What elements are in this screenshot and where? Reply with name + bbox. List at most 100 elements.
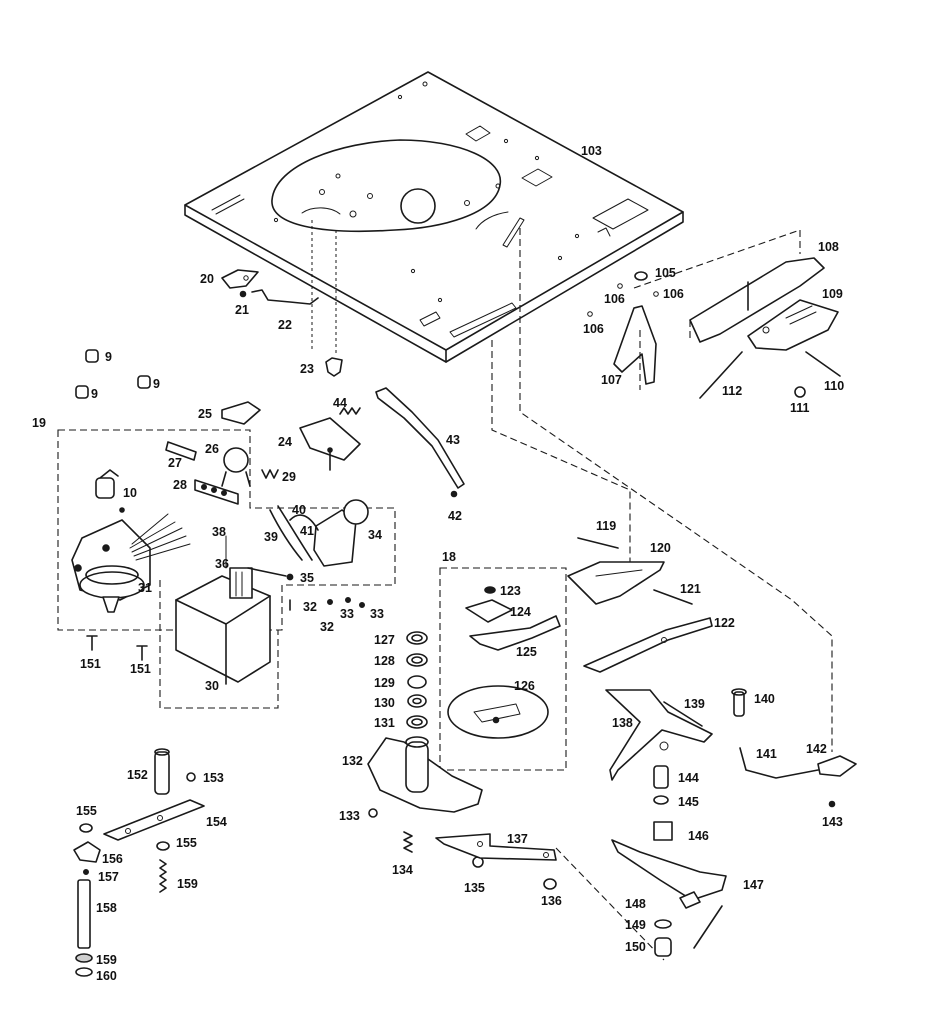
callout-155-b: 155 [176, 836, 197, 850]
callout-148: 148 [625, 897, 646, 911]
bushing-9-c [137, 375, 151, 389]
callout-105: 105 [655, 266, 676, 280]
callout-125: 125 [516, 645, 537, 659]
callout-124: 124 [510, 605, 531, 619]
callout-30: 30 [205, 679, 219, 693]
callout-136: 136 [541, 894, 562, 908]
callout-160: 160 [96, 969, 117, 983]
callout-22: 22 [278, 318, 292, 332]
callout-123: 123 [500, 584, 521, 598]
callout-44: 44 [333, 396, 347, 410]
callout-41: 41 [300, 524, 314, 538]
bushing-9-a [85, 349, 99, 363]
callout-156: 156 [102, 852, 123, 866]
callout-103: 103 [581, 144, 602, 158]
callout-27: 27 [168, 456, 182, 470]
callout-31: 31 [138, 581, 152, 595]
callout-133: 133 [339, 809, 360, 823]
callout-36: 36 [215, 557, 229, 571]
callout-139: 139 [684, 697, 705, 711]
callout-130: 130 [374, 696, 395, 710]
callout-154: 154 [206, 815, 227, 829]
callout-33-a: 33 [340, 607, 354, 621]
callout-159-a: 159 [177, 877, 198, 891]
callout-20: 20 [200, 272, 214, 286]
callout-155-a: 155 [76, 804, 97, 818]
callout-132: 132 [342, 754, 363, 768]
callout-126: 126 [514, 679, 535, 693]
callout-159-b: 159 [96, 953, 117, 967]
callout-120: 120 [650, 541, 671, 555]
callout-143: 143 [822, 815, 843, 829]
callout-34: 34 [368, 528, 382, 542]
callout-32-a: 32 [303, 600, 317, 614]
callout-106-a: 106 [604, 292, 625, 306]
callout-39: 39 [264, 530, 278, 544]
callout-111: 111 [790, 401, 810, 415]
callout-150: 150 [625, 940, 646, 954]
callout-35: 35 [300, 571, 314, 585]
callout-42: 42 [448, 509, 462, 523]
lever-and-spring [339, 387, 465, 498]
callout-110: 110 [824, 379, 844, 393]
callout-144: 144 [678, 771, 699, 785]
callout-158: 158 [96, 901, 117, 915]
callout-25: 25 [198, 407, 212, 421]
callout-134: 134 [392, 863, 413, 877]
callout-112: 112 [722, 384, 742, 398]
callout-138: 138 [612, 716, 633, 730]
callout-29: 29 [282, 470, 296, 484]
callout-28: 28 [173, 478, 187, 492]
callout-151-b: 151 [130, 662, 151, 676]
callout-142: 142 [806, 742, 827, 756]
small-parts-upper-left [75, 220, 343, 399]
callout-9-a: 9 [105, 350, 112, 364]
lower-center-parts [367, 736, 665, 961]
callout-151-a: 151 [80, 657, 101, 671]
callout-26: 26 [205, 442, 219, 456]
callout-24: 24 [278, 435, 292, 449]
callout-119: 119 [596, 519, 616, 533]
callout-121: 121 [680, 582, 701, 596]
callout-40: 40 [292, 503, 306, 517]
callout-145: 145 [678, 795, 699, 809]
callout-18: 18 [442, 550, 456, 564]
bushing-9-b [75, 385, 89, 399]
callout-38: 38 [212, 525, 226, 539]
cam-assembly-group [406, 567, 567, 771]
callout-153: 153 [203, 771, 224, 785]
callout-122: 122 [714, 616, 735, 630]
callout-146: 146 [688, 829, 709, 843]
callout-127: 127 [374, 633, 395, 647]
callout-140: 140 [754, 692, 775, 706]
callout-43: 43 [446, 433, 460, 447]
upper-right-parts [587, 229, 841, 399]
callout-137: 137 [507, 832, 528, 846]
callout-107: 107 [601, 373, 622, 387]
base-plate-assembly [184, 71, 684, 363]
callout-157: 157 [98, 870, 119, 884]
callout-108: 108 [818, 240, 839, 254]
callout-21: 21 [235, 303, 249, 317]
callout-128: 128 [374, 654, 395, 668]
callout-131: 131 [374, 716, 395, 730]
callout-109: 109 [822, 287, 843, 301]
callout-106-b: 106 [663, 287, 684, 301]
callout-9-c: 9 [153, 377, 160, 391]
right-middle-parts [567, 537, 857, 808]
callout-33-b: 33 [370, 607, 384, 621]
callout-135: 135 [464, 881, 485, 895]
callout-141: 141 [756, 747, 777, 761]
callout-106-c: 106 [583, 322, 604, 336]
callout-32-b: 32 [320, 620, 334, 634]
lower-left-parts [73, 748, 205, 977]
callout-19: 19 [32, 416, 46, 430]
callout-9-b: 9 [91, 387, 98, 401]
lower-right-parts [611, 821, 727, 957]
callout-10: 10 [123, 486, 137, 500]
dashed-connectors [491, 228, 833, 752]
callout-149: 149 [625, 918, 646, 932]
callout-23: 23 [300, 362, 314, 376]
callout-labels: 103 20 21 22 23 9 9 9 19 25 44 43 42 24 … [32, 144, 844, 983]
